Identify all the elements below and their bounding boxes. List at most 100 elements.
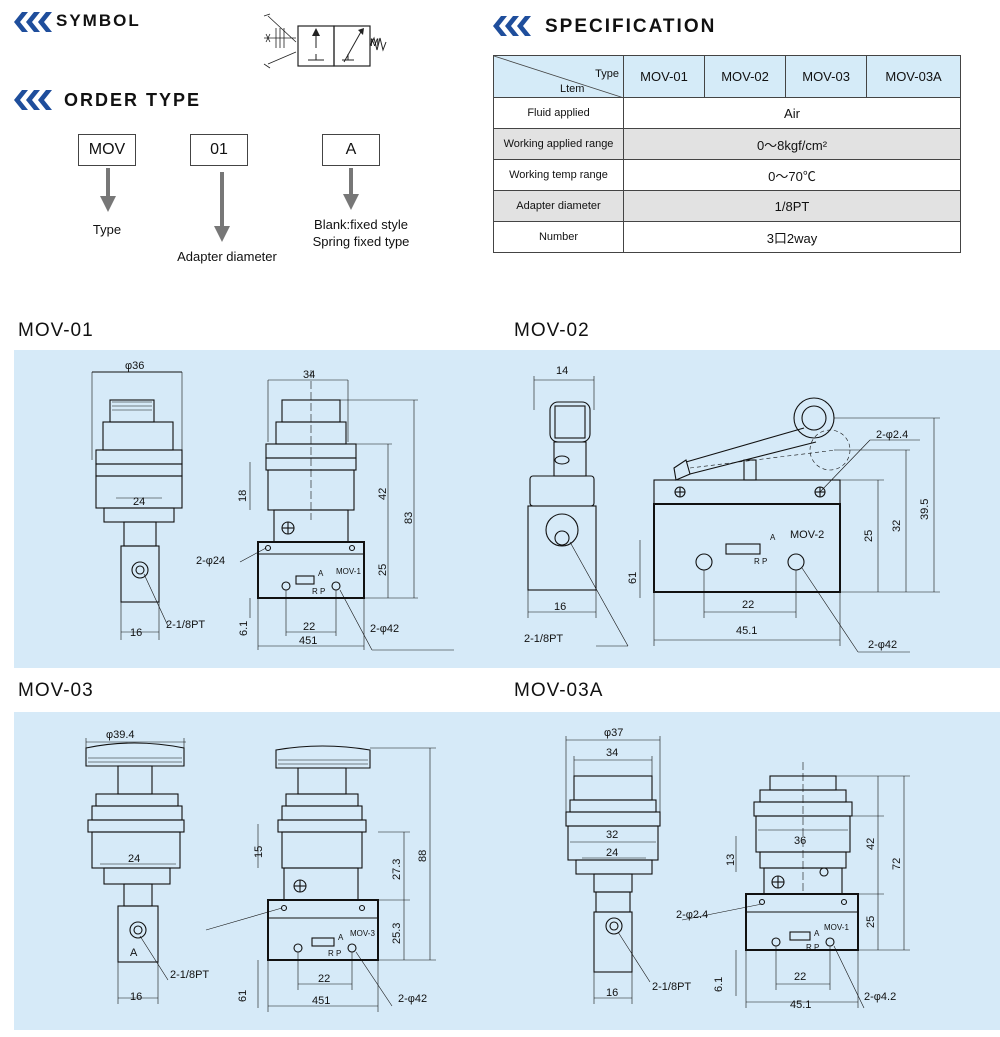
dim-label: 24 bbox=[606, 847, 618, 859]
dim-label: 61 bbox=[237, 990, 249, 1002]
dim-label: 2-1/8PT bbox=[524, 633, 563, 645]
dim-label: 39.5 bbox=[919, 499, 931, 520]
label-spring-fixed: Spring fixed type bbox=[312, 234, 410, 249]
dim-label: 25 bbox=[863, 530, 875, 542]
spec-row-value: 3口2way bbox=[623, 221, 961, 253]
dim-label: 22 bbox=[303, 621, 315, 633]
dim-label: 2-φ42 bbox=[868, 639, 897, 651]
chevron-icon bbox=[493, 16, 531, 36]
dim-label: 27.3 bbox=[391, 859, 403, 880]
dim-label: 2-φ42 bbox=[370, 623, 399, 635]
spec-row-label: Working temp range bbox=[493, 159, 624, 191]
spec-model-mov03a: MOV-03A bbox=[866, 55, 961, 98]
spec-corner-cell: Type Ltem bbox=[493, 55, 625, 99]
spec-row-value: 0～70℃ bbox=[623, 159, 961, 191]
spec-row: Working temp range 0～70℃ bbox=[493, 159, 961, 191]
corner-diagonal bbox=[493, 55, 625, 99]
drawing-panel-bottom bbox=[14, 712, 1000, 1030]
dim-label: 72 bbox=[891, 858, 903, 870]
dim-label: 451 bbox=[312, 995, 330, 1007]
drawing-title-mov02: MOV-02 bbox=[514, 320, 590, 341]
drawing-mov01: φ36 24 16 2-1/8PT 34 18 42 83 25 2-φ24 6… bbox=[91, 360, 454, 651]
dim-label: 24 bbox=[128, 853, 140, 865]
dim-label: 45.1 bbox=[790, 999, 811, 1011]
dim-label: 83 bbox=[403, 512, 415, 524]
valve-symbol: M bbox=[263, 13, 387, 69]
dim-label: 88 bbox=[417, 850, 429, 862]
dim-label: 2-1/8PT bbox=[170, 969, 209, 981]
dim-label: 2-φ4.2 bbox=[864, 991, 896, 1003]
spec-row-value: 1/8PT bbox=[623, 190, 961, 222]
dim-label: 16 bbox=[554, 601, 566, 613]
dim-label: 2-φ42 bbox=[398, 993, 427, 1005]
dim-label: 32 bbox=[891, 520, 903, 532]
dim-label: 34 bbox=[606, 747, 618, 759]
dim-label: 24 bbox=[133, 496, 145, 508]
body-label: MOV-1 bbox=[824, 923, 849, 932]
spec-row-label: Working applied range bbox=[493, 128, 624, 160]
corner-item: Ltem bbox=[560, 83, 585, 95]
spec-row-value: 0～8kgf/cm² bbox=[623, 128, 961, 160]
dim-label: 34 bbox=[303, 369, 315, 381]
specification-title: SPECIFICATION bbox=[545, 16, 717, 37]
port-label: A bbox=[318, 569, 324, 578]
spec-model-mov02: MOV-02 bbox=[704, 55, 787, 98]
dim-label: 13 bbox=[725, 854, 737, 866]
drawing-mov03: φ39.4 24 16 2-1/8PT 15 27.3 88 25.3 61 2… bbox=[85, 729, 436, 1012]
symbol-title: SYMBOL bbox=[56, 11, 141, 30]
drawing-mov02: 14 16 2-1/8PT 2-φ2.4 25 32 39.5 61 22 45… bbox=[524, 365, 940, 653]
port-label: R P bbox=[806, 943, 819, 952]
label-blank-fixed: Blank:fixed style bbox=[314, 217, 408, 232]
spec-row: Fluid applied Air bbox=[493, 97, 961, 129]
chevron-icon bbox=[14, 12, 52, 32]
dim-label: 22 bbox=[742, 599, 754, 611]
dim-label: 32 bbox=[606, 829, 618, 841]
order-box-diameter: 01 bbox=[190, 134, 248, 166]
label-type: Type bbox=[92, 222, 122, 237]
dim-label: 42 bbox=[865, 838, 877, 850]
dim-label: 451 bbox=[299, 635, 317, 647]
port-label: A bbox=[814, 929, 820, 938]
dim-label: 16 bbox=[130, 627, 142, 639]
dim-label: φ39.4 bbox=[106, 729, 135, 741]
order-type-title: ORDER TYPE bbox=[64, 90, 202, 110]
dim-label: 45.1 bbox=[736, 625, 757, 637]
drawing-title-mov01: MOV-01 bbox=[18, 320, 94, 341]
spec-row: Number 3口2way bbox=[493, 221, 961, 253]
dim-label: 61 bbox=[627, 572, 639, 584]
label-adapter-diameter: Adapter diameter bbox=[177, 249, 277, 264]
spec-row-label: Number bbox=[493, 221, 624, 253]
dim-label: 16 bbox=[606, 987, 618, 999]
drawing-panel-top bbox=[14, 350, 1000, 668]
spec-model-mov03: MOV-03 bbox=[785, 55, 868, 98]
port-label: R P bbox=[754, 557, 767, 566]
spring-label: M bbox=[370, 37, 379, 49]
port-label: R P bbox=[312, 587, 325, 596]
spec-table: Type Ltem MOV-01 MOV-02 MOV-03 MOV-03A F… bbox=[493, 55, 961, 253]
spec-model-mov01: MOV-01 bbox=[622, 55, 706, 98]
dim-label: 15 bbox=[253, 846, 265, 858]
drawing-mov03a: φ37 34 32 24 16 2-1/8PT 2-φ2.4 36 13 42 … bbox=[565, 727, 910, 1011]
spec-row-label: Adapter diameter bbox=[493, 190, 624, 222]
dim-label: 22 bbox=[318, 973, 330, 985]
port-letter: A bbox=[130, 947, 138, 959]
dim-label: 2-φ24 bbox=[196, 555, 225, 567]
dim-label: 25 bbox=[377, 564, 389, 576]
dim-label: 16 bbox=[130, 991, 142, 1003]
dim-label: 25.3 bbox=[391, 923, 403, 944]
dim-label: φ36 bbox=[125, 360, 144, 372]
body-label: MOV-3 bbox=[350, 929, 375, 938]
dim-label: 6.1 bbox=[713, 977, 725, 992]
dim-label: 2-φ2.4 bbox=[876, 429, 908, 441]
drawing-title-mov03a: MOV-03A bbox=[514, 680, 604, 701]
order-box-type: MOV bbox=[78, 134, 136, 166]
dim-label: 2-1/8PT bbox=[166, 619, 205, 631]
dim-label: 42 bbox=[377, 488, 389, 500]
dim-label: 2-φ2.4 bbox=[676, 909, 708, 921]
port-label: A bbox=[770, 533, 776, 542]
spec-row-value: Air bbox=[623, 97, 961, 129]
spec-row-label: Fluid applied bbox=[493, 97, 624, 129]
spec-row: Working applied range 0～8kgf/cm² bbox=[493, 128, 961, 160]
dim-label: φ37 bbox=[604, 727, 623, 739]
dim-label: 22 bbox=[794, 971, 806, 983]
